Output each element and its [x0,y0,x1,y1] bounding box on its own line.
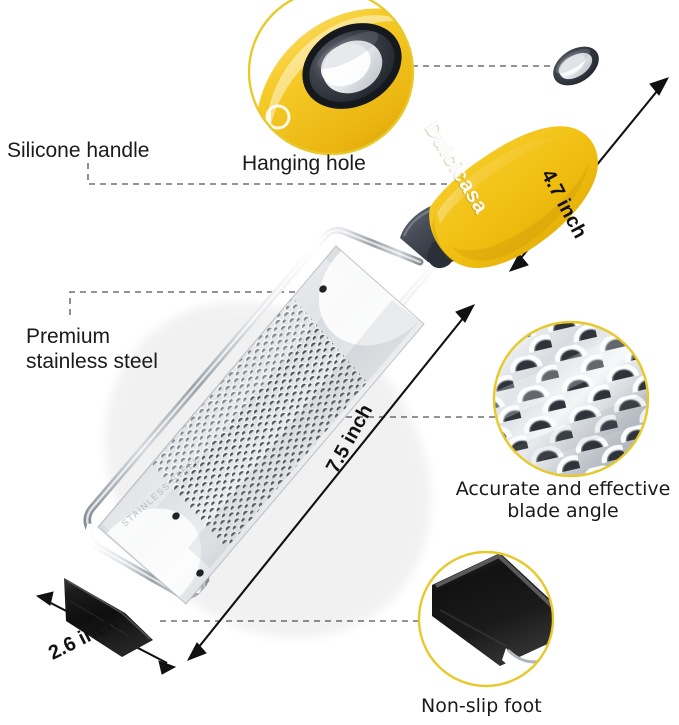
non-slip-foot [64,578,153,657]
rivet-bottom [196,569,204,577]
zoom-ring-hanging-hole [247,0,415,156]
embossed-logo-icon [265,104,291,130]
zoom-circle-blade-angle [492,320,650,478]
callout-label-premium-steel: Premium stainless steel [26,325,158,373]
callout-label-hanging-hole: Hanging hole [242,152,366,175]
silicone-handle [429,126,598,268]
hanging-hole [553,46,599,86]
grater-product: STAINLESS STEEL [64,46,599,657]
zoom-circle-non-slip-foot [417,550,555,688]
zoom-ring-blade-angle [492,320,650,478]
callout-label-silicone-handle: Silicone handle [7,139,150,162]
rivet-left [172,512,180,520]
leader-silicone-handle [87,163,519,185]
callout-label-non-slip-foot: Non-slip foot [421,695,542,717]
zoom-ring-non-slip-foot [417,550,555,688]
zoom-circle-hanging-hole [247,0,415,156]
rivet-top [319,285,327,293]
callout-label-blade-angle: Accurate and effective blade angle [455,478,671,523]
